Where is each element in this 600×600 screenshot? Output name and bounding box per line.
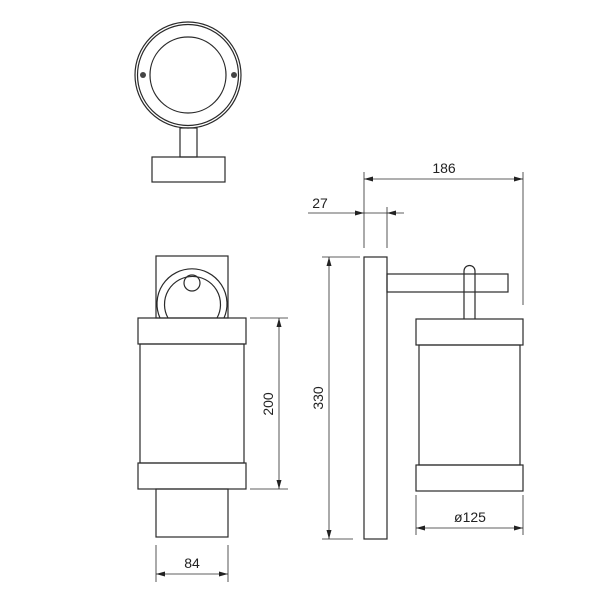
outer-ring bbox=[134, 21, 242, 129]
dimension-diameter-125: ø125 bbox=[415, 495, 524, 535]
dimension-label: 186 bbox=[432, 160, 456, 176]
bottom-cylinder bbox=[155, 488, 229, 538]
backplate bbox=[155, 255, 229, 319]
wall-base bbox=[151, 156, 226, 183]
stem bbox=[179, 127, 198, 158]
top-cap bbox=[137, 317, 247, 345]
bottom-cap bbox=[415, 464, 524, 492]
dimension-label: 27 bbox=[312, 195, 328, 211]
screw-icon bbox=[231, 72, 237, 78]
hook-ring-inner bbox=[163, 275, 222, 319]
screw-icon bbox=[140, 72, 146, 78]
dimension-330: 330 bbox=[310, 256, 360, 540]
dimension-200: 200 bbox=[250, 317, 288, 490]
dimension-label: 84 bbox=[184, 555, 200, 571]
hook-pin bbox=[183, 274, 201, 292]
front-view: 200 84 bbox=[137, 255, 288, 582]
dimension-84: 84 bbox=[155, 545, 229, 582]
dimension-186: 186 bbox=[363, 160, 524, 305]
lens bbox=[149, 36, 227, 114]
backplate bbox=[363, 256, 388, 540]
dimension-label: 200 bbox=[260, 392, 276, 416]
dimension-label: 330 bbox=[310, 386, 326, 410]
lamp-body bbox=[418, 344, 521, 466]
hook bbox=[463, 264, 476, 319]
dimension-27: 27 bbox=[308, 195, 404, 248]
bottom-cap bbox=[137, 462, 247, 490]
top-cap bbox=[415, 318, 524, 346]
side-view: 186 27 330 ø125 bbox=[308, 160, 524, 540]
hook-ring bbox=[156, 268, 228, 319]
ring-inner-edge bbox=[136, 23, 240, 127]
top-view bbox=[134, 21, 242, 183]
arm bbox=[386, 273, 509, 293]
lamp-body bbox=[139, 343, 245, 464]
dimension-label: ø125 bbox=[454, 509, 486, 525]
